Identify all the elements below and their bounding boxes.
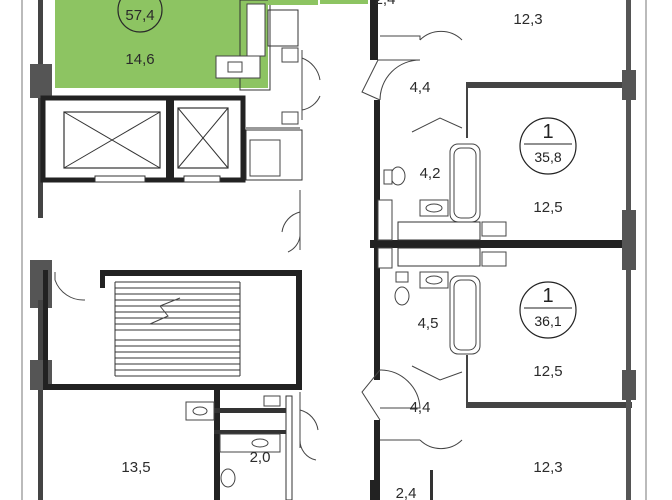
room-area-top-right: 12,3 [513, 11, 542, 28]
room-area-wc: 2,0 [250, 449, 271, 466]
room-area-hall-bottom: 2,4 [396, 485, 417, 500]
room-area-hall-top: 2,4 [375, 0, 396, 8]
room-area-bath-upper: 4,2 [420, 165, 441, 182]
apartment-total-area: 57,4 [125, 7, 154, 24]
room-area-upper: 12,5 [533, 199, 562, 216]
staircase [43, 270, 302, 390]
badge-rooms-2: 1 [542, 285, 553, 307]
badge-area-2: 36,1 [534, 313, 561, 329]
technical-rooms [245, 9, 303, 181]
apartment-badge-2[interactable]: 1 36,1 [519, 281, 577, 339]
room-area-corridor-lower: 4,4 [410, 399, 431, 416]
room-area-lower: 12,5 [533, 363, 562, 380]
room-area-corridor-upper: 4,4 [410, 79, 431, 96]
badge-rooms-1: 1 [542, 121, 553, 143]
central-walls [370, 0, 632, 500]
badge-area-1: 35,8 [534, 149, 561, 165]
room-area-green: 14,6 [125, 51, 154, 68]
bottom-walls [370, 470, 433, 500]
wc-block [185, 390, 319, 500]
room-labels: 14,6 2,4 12,3 4,4 4,2 12,5 4,5 12,5 4,4 … [121, 0, 562, 500]
bathroom-lower-fixtures [377, 247, 507, 355]
elevator-core [40, 95, 246, 183]
apartment-badge-1[interactable]: 1 35,8 [519, 117, 577, 175]
highlighted-apartment[interactable] [55, 0, 368, 91]
room-area-bottom-left: 13,5 [121, 459, 150, 476]
bathroom-upper-fixtures [377, 143, 507, 241]
room-area-bottom-right: 12,3 [533, 459, 562, 476]
room-area-bath-lower: 4,5 [418, 315, 439, 332]
hall-doors [361, 30, 463, 450]
corridor-doors-left [281, 50, 321, 253]
apartment-badge-green[interactable]: 57,4 [117, 0, 163, 33]
right-exterior-wall [622, 0, 647, 500]
left-exterior-wall [21, 0, 52, 500]
